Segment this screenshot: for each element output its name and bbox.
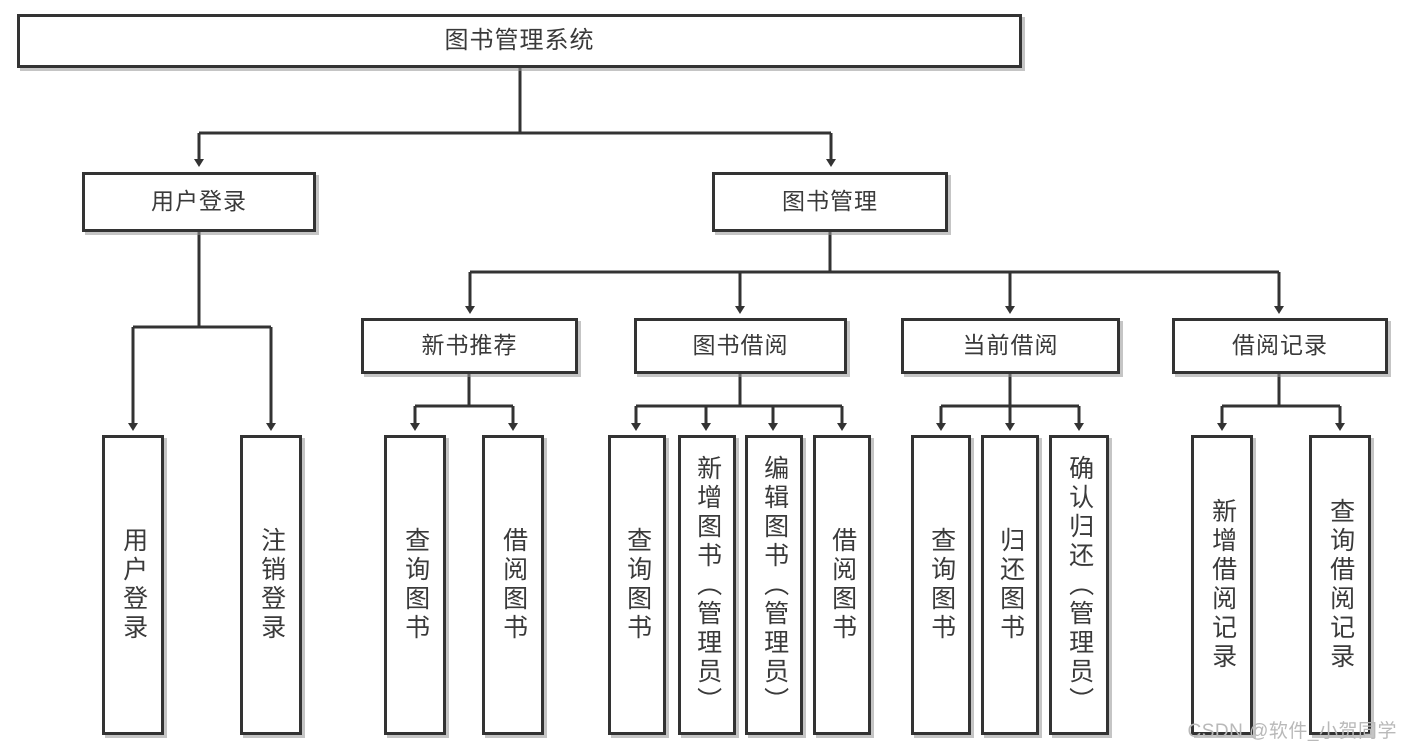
leaf-record-query-borrow-record[interactable]: 查询借阅记录: [1309, 435, 1371, 735]
node-current-borrow[interactable]: 当前借阅: [901, 318, 1120, 374]
node-root-system[interactable]: 图书管理系统: [17, 14, 1022, 68]
node-label: 新增借阅记录: [1208, 498, 1237, 672]
node-book-management[interactable]: 图书管理: [712, 172, 948, 232]
leaf-current-query-book[interactable]: 查询图书: [911, 435, 971, 735]
leaf-current-confirm-return-admin[interactable]: 确认归还（管理员）: [1049, 435, 1109, 735]
node-book-borrow[interactable]: 图书借阅: [634, 318, 847, 374]
node-label: 查询借阅记录: [1326, 498, 1355, 672]
node-label: 归还图书: [996, 527, 1025, 643]
node-label: 编辑图书（管理员）: [760, 454, 789, 716]
node-label: 查询图书: [623, 527, 652, 643]
node-label: 用户登录: [151, 188, 247, 215]
leaf-record-add-borrow-record[interactable]: 新增借阅记录: [1191, 435, 1253, 735]
watermark: CSDN @软件_小贺同学: [1187, 721, 1397, 742]
node-label: 确认归还（管理员）: [1065, 454, 1094, 716]
node-label: 新增图书（管理员）: [693, 454, 722, 716]
node-label: 用户登录: [119, 527, 148, 643]
node-label: 查询图书: [401, 527, 430, 643]
leaf-current-return-book[interactable]: 归还图书: [981, 435, 1039, 735]
node-borrow-record[interactable]: 借阅记录: [1172, 318, 1388, 374]
node-label: 借阅记录: [1232, 332, 1328, 359]
leaf-borrow-borrow-book[interactable]: 借阅图书: [813, 435, 871, 735]
node-label: 借阅图书: [828, 527, 857, 643]
node-label: 借阅图书: [499, 527, 528, 643]
node-label: 注销登录: [257, 527, 286, 643]
leaf-user-login[interactable]: 用户登录: [102, 435, 164, 735]
node-label: 图书借阅: [692, 332, 789, 359]
leaf-borrow-edit-book-admin[interactable]: 编辑图书（管理员）: [745, 435, 803, 735]
leaf-borrow-add-book-admin[interactable]: 新增图书（管理员）: [678, 435, 736, 735]
node-label: 图书管理: [782, 188, 878, 215]
node-new-book-recommend[interactable]: 新书推荐: [361, 318, 578, 374]
node-label: 新书推荐: [421, 332, 518, 359]
leaf-recommend-borrow-book[interactable]: 借阅图书: [482, 435, 544, 735]
node-label: 查询图书: [927, 527, 956, 643]
leaf-recommend-query-book[interactable]: 查询图书: [384, 435, 446, 735]
leaf-borrow-query-book[interactable]: 查询图书: [608, 435, 666, 735]
node-label: 当前借阅: [962, 332, 1059, 359]
node-user-login[interactable]: 用户登录: [82, 172, 316, 232]
node-label: 图书管理系统: [444, 26, 595, 54]
leaf-user-logout[interactable]: 注销登录: [240, 435, 302, 735]
